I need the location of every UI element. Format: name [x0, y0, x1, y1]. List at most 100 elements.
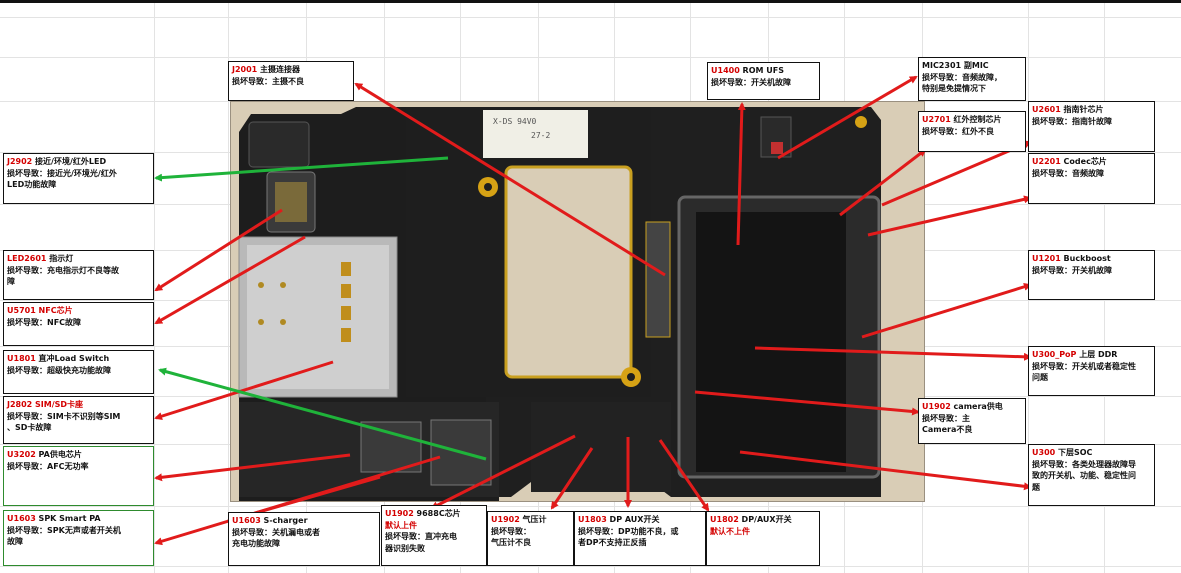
label-j2902: J2902 接近/环境/红外LED 损坏导致：接近光/环境光/红外 LED功能故…: [3, 153, 154, 204]
component-code: U1400: [711, 66, 740, 75]
component-code: U2701: [922, 115, 951, 124]
motherboard-illustration: X-DS 94V0 27-2: [238, 107, 881, 501]
fault-description: 损坏导致：关机漏电或者: [232, 527, 320, 537]
fault-description: 损坏导致：主摄不良: [232, 76, 304, 86]
grid-row-line: [0, 17, 1181, 18]
label-u1201: U1201 Buckboost 损坏导致：开关机故障: [1028, 250, 1155, 300]
component-title: Buckboost: [1060, 254, 1111, 263]
label-u1400: U1400 ROM UFS 损坏导致：开关机故障: [707, 62, 820, 100]
fault-description-cont: 障: [7, 277, 15, 286]
component-title: MIC2301 副MIC: [922, 61, 989, 70]
fault-description-cont: 问题: [1032, 373, 1048, 382]
window-top-border: [0, 0, 1181, 3]
component-title: ROM UFS: [739, 66, 784, 75]
red-component: [771, 142, 783, 154]
fault-description-cont: 充电功能故障: [232, 539, 280, 548]
grid-column-line: [154, 3, 155, 573]
component-title: 指示灯: [46, 254, 74, 263]
component-title: 接近/环境/红外LED: [32, 157, 107, 166]
fault-description: 损坏导致：: [491, 526, 531, 536]
assembly-note: 默认不上件: [710, 526, 750, 536]
fault-description-cont: 故障: [7, 537, 23, 546]
component-title: NFC芯片: [35, 306, 73, 315]
label-u1802: U1802 DP/AUX开关 默认不上件: [706, 511, 820, 566]
label-u2601: U2601 指南针芯片 损坏导致：指南针故障: [1028, 101, 1155, 152]
fault-description-cont: 、SD卡故障: [7, 423, 52, 432]
label-u1603-charger: U1603 S-charger 损坏导致：关机漏电或者 充电功能故障: [228, 512, 380, 566]
fault-description: 损坏导致：开关机故障: [711, 77, 791, 87]
label-u1902-barometer: U1902 气压计 损坏导致： 气压计不良: [487, 511, 574, 566]
component-title: 下层SOC: [1055, 448, 1093, 457]
motherboard-photo: X-DS 94V0 27-2: [230, 101, 925, 502]
component-code: U1902: [491, 515, 520, 524]
component-title: 直冲Load Switch: [35, 354, 110, 363]
component-code: U3202: [7, 450, 36, 459]
fault-description: 损坏导致：充电指示灯不良等故: [7, 265, 119, 275]
fault-description: 损坏导致：红外不良: [922, 126, 994, 136]
fault-description: 损坏导致：AFC无功率: [7, 461, 89, 471]
fault-description-cont: 题: [1032, 482, 1040, 492]
component-code: U1603: [7, 514, 36, 523]
component-code: LED2601: [7, 254, 47, 263]
fault-description-cont: 特别是免提情况下: [922, 84, 986, 93]
fault-description: 损坏导致：超级快充功能故障: [7, 365, 111, 375]
label-u1801: U1801 直冲Load Switch 损坏导致：超级快充功能故障: [3, 350, 154, 394]
assembly-note: 默认上件: [385, 520, 417, 530]
component-title: camera供电: [950, 402, 1003, 411]
soc-chip: [696, 342, 846, 472]
fault-description: 损坏导致：各类处理器故障导: [1032, 459, 1136, 469]
component-title: S-charger: [260, 516, 308, 525]
component-code: U300_PoP: [1032, 350, 1077, 359]
component-code: U1201: [1032, 254, 1061, 263]
label-u1603-spk: U1603 SPK Smart PA 损坏导致：SPK无声或者开关机 故障: [3, 510, 154, 566]
component-code: U1902: [385, 509, 414, 518]
sensor-window: [275, 182, 307, 222]
component-code: U1902: [922, 402, 951, 411]
label-u2201: U2201 Codec芯片 损坏导致：音频故障: [1028, 153, 1155, 204]
component-code: U2601: [1032, 105, 1061, 114]
component-title: SIM/SD卡座: [32, 400, 84, 409]
fault-description: 损坏导致：音频故障，: [922, 72, 1002, 82]
btb-connector: [645, 221, 671, 338]
label-u1902-9688c: U1902 9688C芯片 默认上件 损坏导致：直冲充电 器识别失败: [381, 505, 487, 566]
fault-description: 损坏导致：开关机故障: [1032, 265, 1112, 275]
label-u300pop: U300_PoP 上层 DDR 损坏导致：开关机或者稳定性 问题: [1028, 346, 1155, 396]
fault-description: 损坏导致：NFC故障: [7, 317, 82, 327]
component-code: U1603: [232, 516, 261, 525]
component-title: 指南针芯片: [1060, 105, 1104, 114]
fault-description-cont: 者DP不支持正反插: [578, 538, 647, 547]
label-u2701: U2701 红外控制芯片 损坏导致：红外不良: [918, 111, 1026, 152]
frame-cutout: [504, 165, 633, 379]
sim-sd-tray-inner: [247, 245, 389, 389]
label-u1902-camera: U1902 camera供电 损坏导致：主 Camera不良: [918, 398, 1026, 444]
component-title: Codec芯片: [1060, 157, 1107, 166]
label-j2802: J2802 SIM/SD卡座 损坏导致：SIM卡不识别等SIM 、SD卡故障: [3, 396, 154, 444]
fault-description-cont: 致的开关机、功能、稳定性问: [1032, 471, 1136, 480]
component-title: DP AUX开关: [606, 515, 660, 524]
component-code: J2001: [232, 65, 258, 74]
fault-description: 损坏导致：音频故障: [1032, 168, 1104, 178]
fault-description: 损坏导致：接近光/环境光/红外: [7, 168, 117, 178]
component-code: J2802: [7, 400, 33, 409]
component-code: U1801: [7, 354, 36, 363]
fault-description: 损坏导致：SPK无声或者开关机: [7, 525, 121, 535]
component-title: PA供电芯片: [35, 450, 82, 459]
component-title: DP/AUX开关: [738, 515, 792, 524]
fault-description: 损坏导致：直冲充电: [385, 532, 457, 541]
label-u1803: U1803 DP AUX开关 损坏导致：DP功能不良，或 者DP不支持正反插: [574, 511, 706, 566]
component-title: 上层 DDR: [1076, 350, 1118, 359]
fault-description-cont: 器识别失败: [385, 543, 425, 553]
fault-description-cont: 气压计不良: [491, 538, 531, 547]
ufs-chip: [696, 212, 846, 352]
component-code: U2201: [1032, 157, 1061, 166]
fault-description-cont: Camera不良: [922, 425, 973, 434]
component-code: J2902: [7, 157, 33, 166]
component-title: SPK Smart PA: [35, 514, 101, 523]
fault-description: 损坏导致：DP功能不良，或: [578, 526, 679, 536]
sticker-text-2: 27-2: [531, 131, 550, 140]
fault-description: 损坏导致：指南针故障: [1032, 116, 1112, 126]
component-title: 红外控制芯片: [950, 115, 1002, 124]
label-j2001: J2001 主摄连接器 损坏导致：主摄不良: [228, 61, 354, 101]
label-u5701: U5701 NFC芯片 损坏导致：NFC故障: [3, 302, 154, 346]
